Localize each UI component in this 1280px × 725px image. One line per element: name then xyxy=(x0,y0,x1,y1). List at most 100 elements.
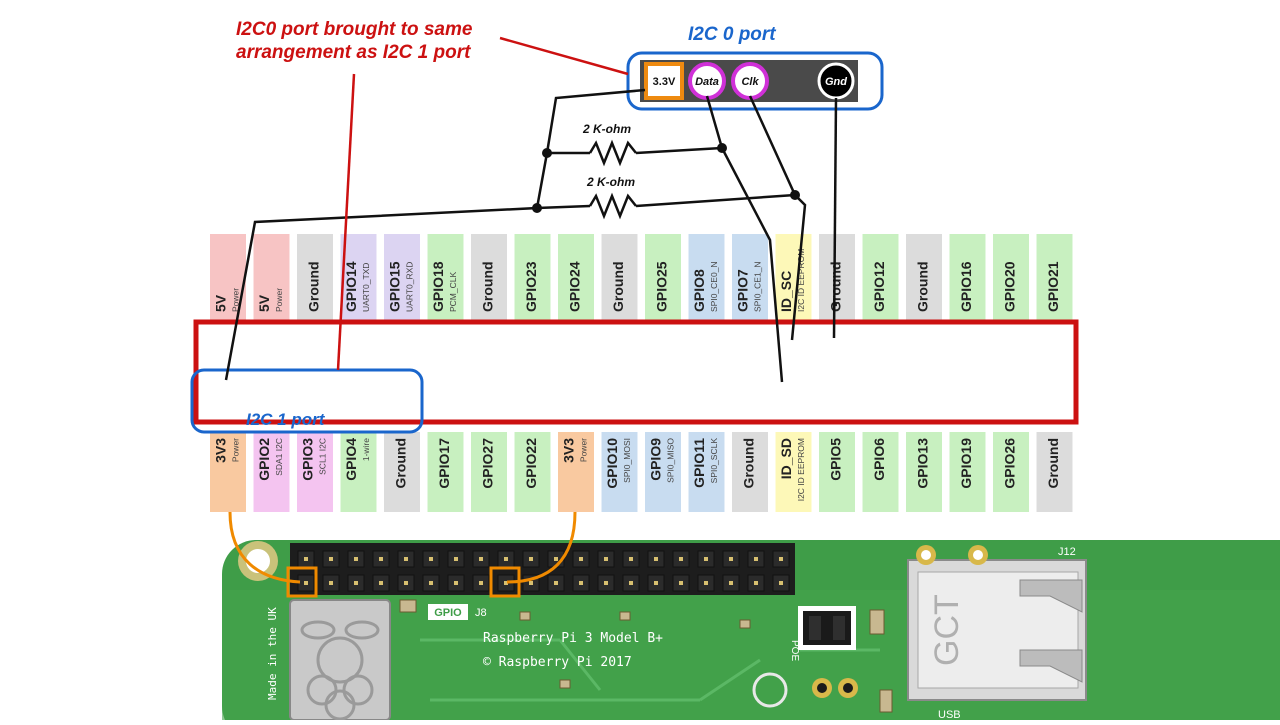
header-pin xyxy=(679,581,683,585)
pin-label-bg xyxy=(601,234,638,320)
pin-label-column-9: Ground xyxy=(384,432,420,512)
header-pin xyxy=(429,581,433,585)
header-pin xyxy=(654,581,658,585)
pin-function-label: SCL1 I2C xyxy=(317,438,327,475)
pin-function-label: SPI0_SCLK xyxy=(709,438,719,484)
pin-name-label: GPIO13 xyxy=(915,438,931,489)
pin-name-label: Ground xyxy=(1045,438,1061,489)
wire-junction xyxy=(542,148,552,158)
pin1-leader-line xyxy=(228,511,301,584)
smd-component xyxy=(399,599,417,613)
pin-label-column-11: GPIO17 xyxy=(427,432,464,512)
pin-label-bg xyxy=(819,234,855,320)
pin-label-column-22: GPIO25 xyxy=(645,234,681,320)
header-pin xyxy=(379,581,383,585)
header-pin xyxy=(479,581,483,585)
pin-name-label: 5V xyxy=(256,294,272,312)
pin-name-label: GPIO18 xyxy=(430,261,446,312)
pin-name-label: Ground xyxy=(610,261,626,312)
header-pin xyxy=(729,557,733,561)
board-model-text: Raspberry Pi 3 Model B+ xyxy=(483,631,663,646)
pin-label-bg xyxy=(993,234,1029,320)
pin-label-column-38: GPIO20 xyxy=(993,234,1029,320)
pin-label-bg xyxy=(819,432,855,512)
annotation-line-2: arrangement as I2C 1 port xyxy=(236,42,471,63)
pin-label-column-30: Ground xyxy=(819,234,855,320)
header-pin xyxy=(779,557,783,561)
pin-name-label: GPIO14 xyxy=(343,261,359,312)
i2c1-port-box xyxy=(190,368,424,434)
pin-name-label: GPIO5 xyxy=(828,438,844,481)
pin-label-bg xyxy=(993,432,1029,512)
header-pin xyxy=(704,557,708,561)
header-pin xyxy=(404,581,408,585)
pin-name-label: Ground xyxy=(480,261,496,312)
board-chip xyxy=(289,599,391,721)
wire-clk xyxy=(748,95,807,341)
j8-label: J8 xyxy=(475,607,487,619)
pin-name-label: GPIO10 xyxy=(604,438,620,489)
wire-junction xyxy=(717,143,727,153)
pin-label-bg xyxy=(775,234,812,320)
pin-label-column-31: GPIO6 xyxy=(862,432,899,512)
pin-label-bg xyxy=(862,234,899,320)
pin-name-label: GPIO16 xyxy=(958,261,974,312)
header-pin xyxy=(329,581,333,585)
resistor-1-icon xyxy=(588,139,637,167)
i2c1-port-title: I2C 1 port xyxy=(246,410,325,429)
resistor-2-icon xyxy=(588,192,637,220)
pin-label-bg xyxy=(297,234,333,320)
pin-label-bg xyxy=(514,234,551,320)
pin17-leader-line xyxy=(506,511,577,584)
pin-function-label: I2C ID EEPROM xyxy=(796,438,806,501)
pin-label-bg xyxy=(688,432,725,512)
j12-label: J12 xyxy=(1058,546,1076,558)
header-pin xyxy=(504,557,508,561)
pin-function-label: PCM_CLK xyxy=(448,272,458,312)
smd-component xyxy=(619,611,631,621)
header-pin xyxy=(304,557,308,561)
poe-label: POE xyxy=(789,640,800,661)
pin-function-label: SPI0_CE1_N xyxy=(752,261,762,312)
annotation-arrow-to-i2c0 xyxy=(499,36,629,76)
annotation-text: I2C0 port brought to same arrangement as… xyxy=(236,18,472,64)
header-pin xyxy=(379,557,383,561)
annotation-arrow-to-i2c1 xyxy=(336,73,356,371)
header-pin xyxy=(779,581,783,585)
header-pin xyxy=(579,557,583,561)
resistor-2-label: 2 K-ohm xyxy=(586,175,635,189)
pin-function-label: UART0_TXD xyxy=(361,263,371,312)
usb-label: USB xyxy=(938,709,961,720)
header-pin xyxy=(454,557,458,561)
gpio-silk-label: GPIO xyxy=(434,607,462,619)
pin-name-label: 5V xyxy=(213,294,229,312)
wire-data xyxy=(705,95,784,383)
poe-pin xyxy=(833,616,845,640)
pin-name-label: GPIO24 xyxy=(567,261,583,312)
header-pin xyxy=(629,581,633,585)
pin-name-label: GPIO27 xyxy=(480,438,496,489)
pin-label-bg xyxy=(558,432,594,512)
usb-tab xyxy=(1019,579,1083,613)
pin-function-label: I2C ID EEPROM xyxy=(796,249,806,312)
pin-label-bg xyxy=(384,432,420,512)
wire-r2-right xyxy=(635,193,796,208)
board-hole-center xyxy=(921,550,931,560)
pin-label-bg xyxy=(601,432,638,512)
pin-function-label: SPI0_MOSI xyxy=(622,438,632,483)
pin-function-label: SPI0_MISO xyxy=(665,438,675,483)
pin-label-column-20: Ground xyxy=(601,234,638,320)
header-pin xyxy=(604,557,608,561)
pin-label-bg xyxy=(427,234,464,320)
pin-name-label: Ground xyxy=(393,438,409,489)
header-pin xyxy=(554,581,558,585)
smd-component xyxy=(879,689,893,713)
